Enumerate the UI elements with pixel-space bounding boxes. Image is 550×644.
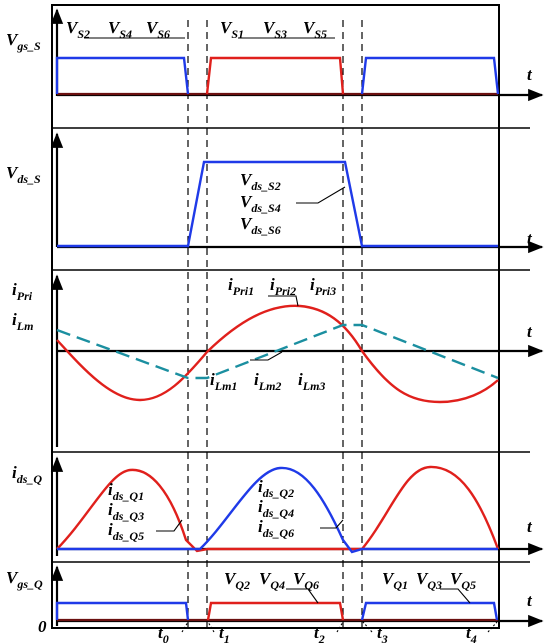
ylabel-gs-q: Vgs_Q [6, 568, 43, 591]
label-vq1: VQ1 [382, 569, 408, 592]
t-label: t [527, 322, 533, 341]
origin-label: 0 [38, 617, 47, 636]
label-vds-s2: Vds_S2 [240, 170, 281, 193]
time-tick [336, 621, 344, 633]
t-label: t [527, 229, 533, 248]
ylabel-i-pri: iPri [12, 280, 33, 303]
ids-q-red-trace [56, 465, 500, 553]
label-i-lm2: iLm2 [254, 370, 281, 393]
figure-frame [51, 4, 500, 629]
time-label-t3: t3 [377, 623, 388, 644]
gs-q-pulse-a [55, 601, 190, 621]
label-vs5: VS5 [303, 18, 327, 41]
label-vq3: VQ3 [416, 569, 442, 592]
t-label: t [527, 65, 533, 84]
leader-line [320, 519, 344, 529]
label-vq2: VQ2 [224, 569, 250, 592]
gs-s-pulse-a [55, 56, 190, 95]
label-vds-s4: Vds_S4 [240, 192, 281, 215]
leader-line [268, 295, 299, 307]
time-label-t4: t4 [466, 623, 477, 644]
ylabel-ds-s: Vds_S [6, 163, 41, 186]
ylabel-gs-s: Vgs_S [6, 30, 41, 53]
time-label-t1: t1 [219, 623, 230, 644]
ylabel-i-lm: iLm [12, 310, 33, 333]
ids-q-blue-trace [57, 466, 498, 554]
ds-s-trace [57, 160, 498, 248]
time-label-t0: t0 [158, 623, 169, 644]
gs-q-pulse-b [206, 601, 345, 621]
time-tick [207, 621, 215, 633]
label-vq6: VQ6 [293, 569, 319, 592]
ylabel-ids-q: ids_Q [12, 463, 42, 486]
t-label: t [527, 517, 533, 536]
label-vs2: VS2 [66, 18, 90, 41]
time-label-t2: t2 [314, 623, 325, 644]
label-i-pri2: iPri2 [270, 275, 296, 298]
label-ids-q6: ids_Q6 [258, 517, 294, 540]
gs-s-pulse-c [360, 56, 500, 95]
t-label: t [527, 591, 533, 610]
label-vs6: VS6 [146, 18, 170, 41]
label-ids-q4: ids_Q4 [258, 497, 294, 520]
label-i-lm3: iLm3 [298, 370, 325, 393]
label-vq5: VQ5 [450, 569, 476, 592]
label-i-lm1: iLm1 [210, 370, 237, 393]
time-tick [181, 621, 189, 633]
i-lm-trace [56, 323, 499, 380]
gs-q-pulse-c [360, 601, 499, 621]
leader-line [296, 186, 346, 204]
leader-line [250, 351, 283, 361]
label-vs3: VS3 [263, 18, 287, 41]
label-vs4: VS4 [108, 18, 132, 41]
label-vs1: VS1 [220, 18, 244, 41]
label-vds-s6: Vds_S6 [240, 214, 281, 237]
label-ids-q3: ids_Q3 [108, 500, 144, 523]
label-i-pri1: iPri1 [228, 275, 254, 298]
i-pri-trace [56, 304, 499, 404]
gs-s-pulse-b [205, 56, 345, 95]
leader-line [440, 588, 471, 604]
label-i-pri3: iPri3 [310, 275, 336, 298]
label-vq4: VQ4 [259, 569, 285, 592]
leader-line [156, 519, 183, 532]
label-ids-q2: ids_Q2 [258, 477, 294, 500]
label-ids-q5: ids_Q5 [108, 520, 144, 543]
label-ids-q1: ids_Q1 [108, 480, 144, 503]
leader-line [286, 588, 319, 604]
